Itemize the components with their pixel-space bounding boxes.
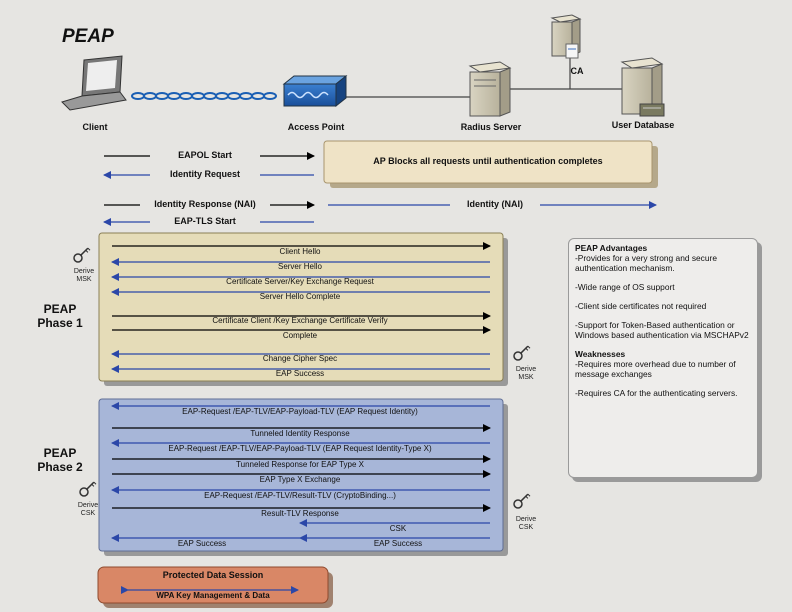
advantage-item: -Provides for a very strong and secure a… [575, 253, 717, 273]
phase2-msg: CSK [389, 524, 407, 533]
derive-csk-right: Derive CSK [506, 516, 546, 532]
phase1-msg: EAP Success [275, 369, 325, 378]
phase1-box [98, 232, 504, 382]
protected-session-title: Protected Data Session [162, 570, 264, 580]
phase2-msg: Tunneled Response for EAP Type X [236, 460, 364, 469]
weaknesses-heading: Weaknesses [575, 349, 626, 359]
ap-blocks-text: AP Blocks all requests until authenticat… [373, 156, 603, 166]
advantages-weaknesses-box: PEAP Advantages -Provides for a very str… [568, 238, 758, 478]
derive-key-label: MSK [76, 276, 92, 283]
phase2-msg: EAP-Request /EAP-TLV/EAP-Payload-TLV (EA… [182, 407, 418, 416]
advantages-heading: PEAP Advantages [575, 243, 648, 253]
advantage-item: -Wide range of OS support [575, 282, 675, 292]
identity-response-label: Identity Response (NAI) [140, 199, 270, 209]
eapol-start-label: EAPOL Start [150, 150, 260, 160]
radius-server-icon [468, 61, 512, 117]
key-icon [513, 345, 531, 361]
phase2-msg: Tunneled Identity Response [250, 429, 350, 438]
weakness-item: -Requires more overhead due to number of… [575, 359, 736, 379]
weakness-item: -Requires CA for the authenticating serv… [575, 388, 738, 398]
phase2-msg: EAP-Request /EAP-TLV/EAP-Payload-TLV (EA… [168, 444, 432, 453]
phase1-msg: Certificate Client /Key Exchange Certifi… [212, 316, 388, 325]
access-point-label: Access Point [287, 122, 345, 132]
radius-server-label: Radius Server [460, 122, 522, 132]
eap-tls-start-label: EAP-TLS Start [150, 216, 260, 226]
ca-label: CA [570, 66, 584, 76]
ap-blocks-box [323, 140, 653, 184]
derive-key-label: CSK [80, 510, 96, 517]
phase2-msg: Result-TLV Response [261, 509, 339, 518]
derive-label: Derive [515, 366, 537, 373]
access-point-icon [282, 74, 348, 108]
phase2-msg: EAP-Request /EAP-TLV/Result-TLV (CryptoB… [204, 491, 396, 500]
phase2-label-line2: Phase 2 [37, 460, 83, 474]
page-title: PEAP [62, 26, 114, 47]
phase1-label-line1: PEAP [43, 302, 77, 316]
derive-csk-left: Derive CSK [68, 502, 108, 518]
ca-server-icon [550, 14, 582, 59]
derive-msk-right: Derive MSK [506, 366, 546, 382]
identity-nai-label: Identity (NAI) [450, 199, 540, 209]
phase1-label: PEAP Phase 1 [20, 302, 100, 330]
laptop-icon [61, 55, 127, 111]
derive-key-label: MSK [518, 374, 534, 381]
phase2-msg: EAP Success [177, 539, 227, 548]
user-database-icon [620, 57, 665, 117]
key-icon [79, 481, 97, 497]
client-label: Client [82, 122, 108, 132]
protected-session-box [97, 566, 329, 604]
phase2-label-line1: PEAP [43, 446, 77, 460]
derive-msk-left: Derive MSK [64, 268, 104, 284]
key-icon [513, 493, 531, 509]
protected-session-subtitle: WPA Key Management & Data [156, 591, 270, 600]
phase1-msg: Client Hello [279, 247, 321, 256]
phase1-msg: Certificate Server/Key Exchange Request [226, 277, 374, 286]
phase1-msg: Server Hello Complete [259, 292, 341, 301]
user-database-label: User Database [611, 120, 675, 130]
phase2-label: PEAP Phase 2 [20, 446, 100, 474]
phase1-msg: Complete [282, 331, 318, 340]
phase1-label-line2: Phase 1 [37, 316, 83, 330]
phase1-msg: Change Cipher Spec [262, 354, 338, 363]
phase2-msg: EAP Success [373, 539, 423, 548]
advantage-item: -Support for Token-Based authentication … [575, 320, 749, 340]
phase1-msg: Server Hello [277, 262, 322, 271]
advantage-item: -Client side certificates not required [575, 301, 707, 311]
derive-label: Derive [77, 502, 99, 509]
derive-label: Derive [73, 268, 95, 275]
identity-request-label: Identity Request [150, 169, 260, 179]
wireless-link-icon [131, 92, 277, 100]
derive-label: Derive [515, 516, 537, 523]
key-icon [73, 247, 91, 263]
phase2-box [98, 398, 504, 552]
derive-key-label: CSK [518, 524, 534, 531]
phase2-msg: EAP Type X Exchange [259, 475, 341, 484]
